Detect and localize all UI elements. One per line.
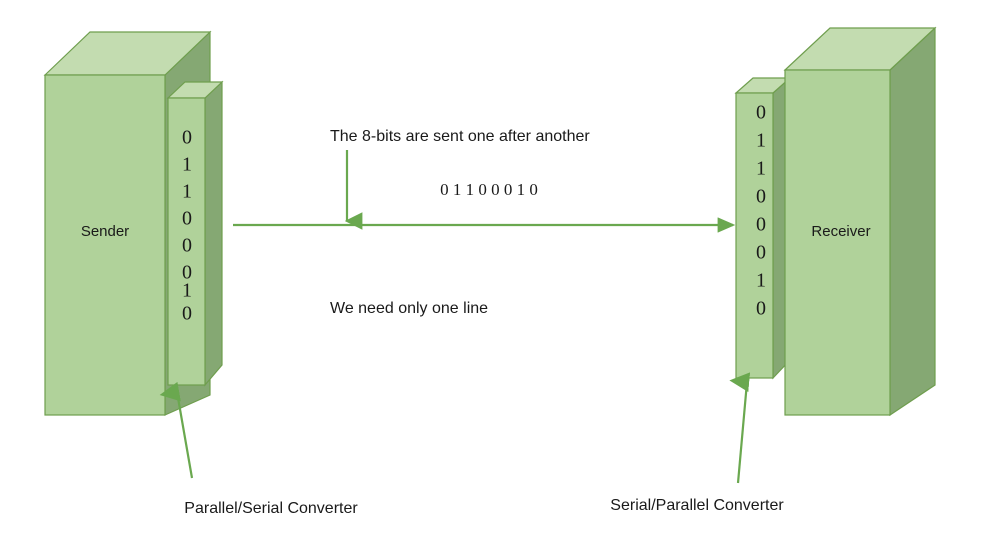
receiver-bit-5: 0: [756, 242, 766, 264]
receiver-bit-1: 1: [756, 130, 766, 152]
receiver-label: Receiver: [811, 223, 870, 240]
receiver-bit-0: 0: [756, 102, 766, 124]
serial-parallel-converter-arrow-up-icon: [729, 372, 751, 484]
receiver-bit-column-front-face: [735, 92, 774, 379]
caption-bottom-text: We need only one line: [330, 300, 488, 317]
caption-top-text: The 8-bits are sent one after another: [330, 128, 590, 145]
sender-bit-7: 0: [182, 303, 192, 325]
sender-bit-5: 0: [182, 262, 192, 284]
sender-bit-4: 0: [182, 235, 192, 257]
parallel-serial-converter-label: Parallel/Serial Converter: [184, 500, 358, 517]
sender-box-front-face: [44, 74, 166, 416]
sender-label: Sender: [81, 223, 129, 240]
sender-bit-6: 1: [182, 280, 192, 302]
receiver-bit-7: 0: [756, 298, 766, 320]
sender-bit-column-side-face: [204, 80, 223, 387]
sender-bit-1: 1: [182, 154, 192, 176]
receiver-bit-3: 0: [756, 186, 766, 208]
receiver-bit-6: 1: [756, 270, 766, 292]
receiver-bit-2: 1: [756, 158, 766, 180]
receiver-bit-column: 0 1 1 0 0 0 1 0: [734, 76, 792, 380]
bit-stream-text: 0 1 1 0 0 0 1 0: [440, 180, 538, 199]
sender-bit-2: 1: [182, 181, 192, 203]
receiver-box: Receiver: [783, 26, 937, 417]
sender-bit-0: 0: [182, 127, 192, 149]
receiver-bit-4: 0: [756, 214, 766, 236]
sender-bit-column-front-face: [167, 97, 206, 386]
sender-bit-column: 0 1 1 0 0 0 1 0: [166, 80, 224, 387]
serial-parallel-converter-label: Serial/Parallel Converter: [610, 497, 784, 514]
parallel-serial-converter-arrow-up-icon: [159, 381, 194, 479]
sender-bit-3: 0: [182, 208, 192, 230]
receiver-box-side-face: [889, 26, 936, 417]
receiver-box-front-face: [784, 69, 891, 416]
